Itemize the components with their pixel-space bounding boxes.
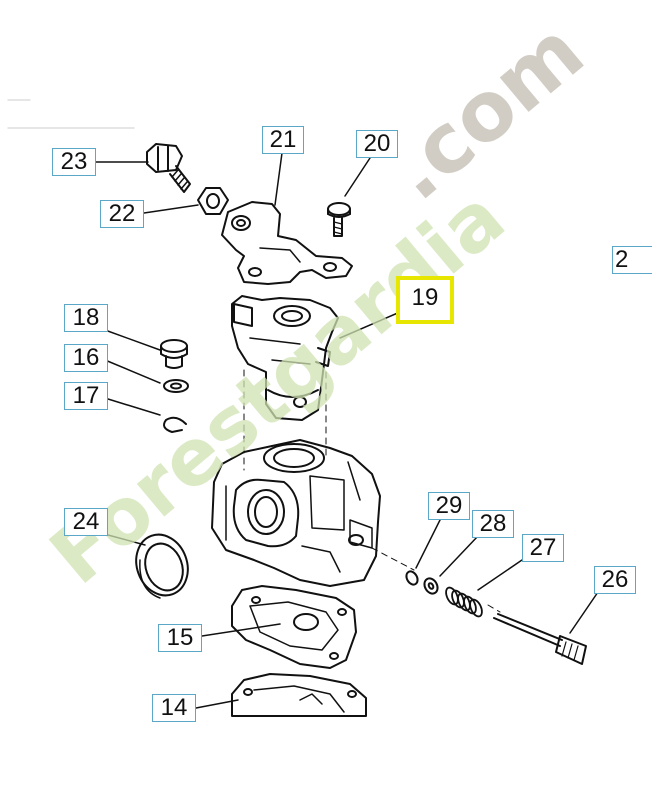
part-21-bracket bbox=[221, 201, 353, 285]
callout-2-partial[interactable]: 2 bbox=[612, 246, 652, 274]
part-15-diaphragm-gasket bbox=[231, 585, 357, 669]
part-24-ring-gasket bbox=[135, 533, 189, 599]
callout-22[interactable]: 22 bbox=[100, 200, 144, 228]
part-29-seal bbox=[405, 570, 419, 586]
part-14-gasket bbox=[231, 673, 367, 717]
scan-artifact bbox=[7, 99, 135, 129]
part-22-nut bbox=[197, 187, 229, 215]
callout-16[interactable]: 16 bbox=[64, 344, 108, 372]
callout-27[interactable]: 27 bbox=[522, 534, 564, 562]
part-main-carburetor-body bbox=[211, 439, 381, 587]
part-18-plug bbox=[160, 339, 188, 369]
part-17-clip bbox=[163, 416, 187, 433]
callout-29[interactable]: 29 bbox=[428, 492, 470, 520]
callout-19-highlighted[interactable]: 19 bbox=[396, 276, 454, 324]
assembly-axes bbox=[243, 369, 501, 613]
part-28-washer bbox=[423, 577, 439, 595]
callout-23[interactable]: 23 bbox=[52, 148, 96, 176]
callout-24[interactable]: 24 bbox=[64, 508, 108, 536]
callout-17[interactable]: 17 bbox=[64, 382, 108, 410]
part-19-carburetor-upper-body bbox=[231, 295, 339, 421]
callout-26[interactable]: 26 bbox=[594, 566, 636, 594]
part-26-needle-screw bbox=[493, 613, 587, 665]
part-16-washer bbox=[163, 379, 189, 393]
part-20-screw bbox=[327, 202, 351, 237]
callout-18[interactable]: 18 bbox=[64, 304, 108, 332]
callout-28[interactable]: 28 bbox=[472, 510, 514, 538]
callout-21[interactable]: 21 bbox=[262, 126, 304, 154]
part-27-spring bbox=[445, 586, 483, 618]
part-23-plug-screw bbox=[146, 143, 191, 193]
callout-15[interactable]: 15 bbox=[158, 624, 202, 652]
leader-lines bbox=[95, 152, 599, 709]
callout-14[interactable]: 14 bbox=[152, 694, 196, 722]
callout-20[interactable]: 20 bbox=[356, 130, 398, 158]
